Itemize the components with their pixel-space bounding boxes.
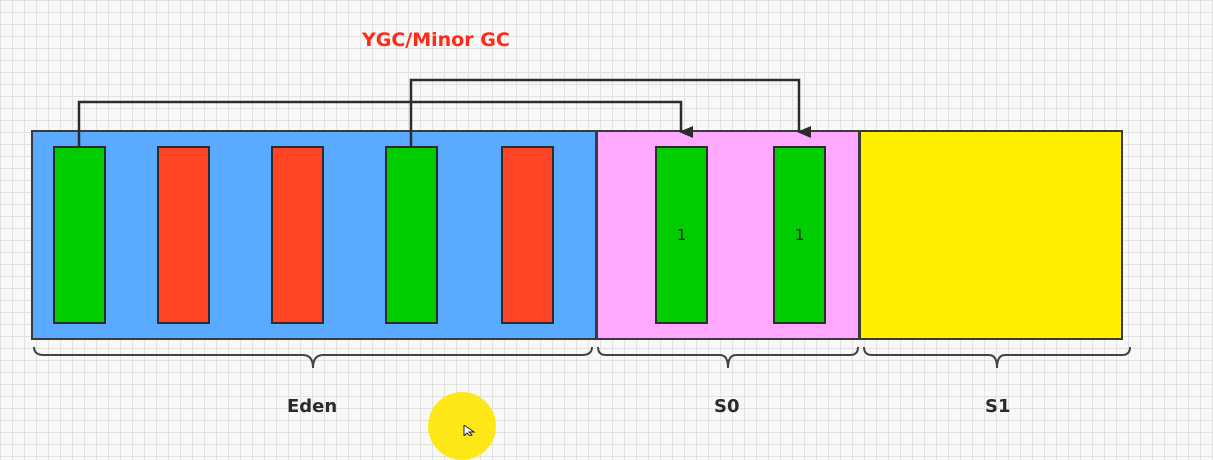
mouse-pointer-icon bbox=[463, 425, 476, 436]
s1-region bbox=[859, 130, 1123, 340]
s0-object-survivor: 1 bbox=[773, 146, 826, 324]
s0-label: S0 bbox=[714, 396, 740, 417]
eden-object-garbage bbox=[501, 146, 554, 324]
copy-arrow-1 bbox=[77, 100, 693, 146]
object-age-label: 1 bbox=[794, 226, 805, 244]
eden-object-live bbox=[385, 146, 438, 324]
s1-brace bbox=[863, 346, 1131, 369]
eden-object-garbage bbox=[271, 146, 324, 324]
eden-label: Eden bbox=[287, 396, 338, 417]
eden-object-live bbox=[53, 146, 106, 324]
eden-brace bbox=[33, 346, 593, 369]
gc-diagram: YGC/Minor GC 1 1 Eden S0 S1 bbox=[31, 29, 1131, 460]
cursor-highlight bbox=[428, 392, 496, 460]
s1-label: S1 bbox=[985, 396, 1011, 417]
object-age-label: 1 bbox=[676, 226, 687, 244]
s0-brace bbox=[597, 346, 859, 369]
diagram-title: YGC/Minor GC bbox=[362, 29, 510, 51]
connectors bbox=[33, 78, 1131, 369]
s0-object-survivor: 1 bbox=[655, 146, 708, 324]
eden-object-garbage bbox=[157, 146, 210, 324]
copy-arrow-2 bbox=[409, 78, 811, 146]
